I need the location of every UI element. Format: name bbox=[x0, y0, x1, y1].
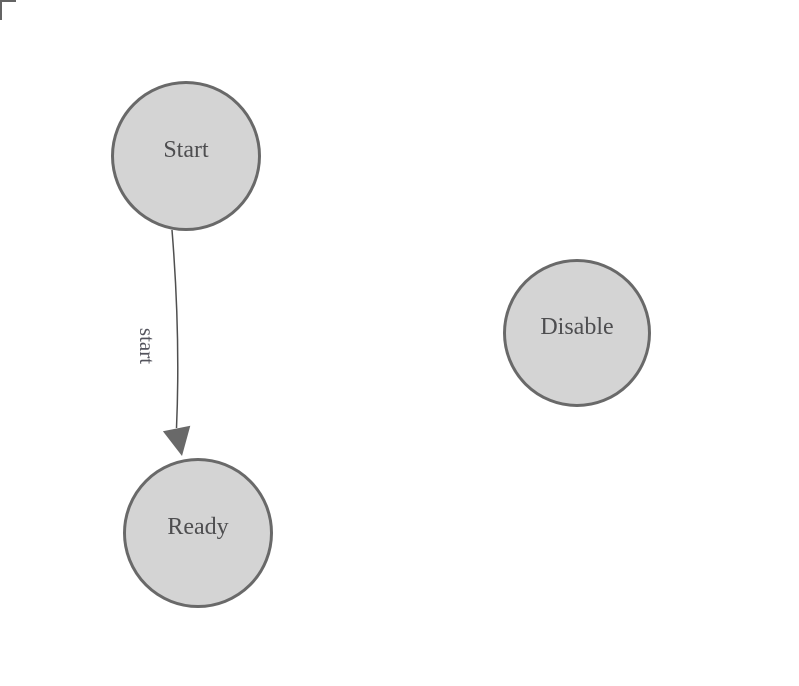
state-circle-start[interactable] bbox=[111, 81, 261, 231]
canvas-corner-mark bbox=[0, 0, 16, 20]
transition-edge-line[interactable] bbox=[171, 229, 179, 429]
state-node-start[interactable]: Start bbox=[111, 81, 261, 231]
state-node-disable[interactable]: Disable bbox=[503, 259, 651, 407]
state-node-ready[interactable]: Ready bbox=[123, 458, 273, 608]
transition-label: start bbox=[135, 328, 159, 364]
state-circle-disable[interactable] bbox=[503, 259, 651, 407]
arrowhead-icon bbox=[162, 425, 191, 456]
state-circle-ready[interactable] bbox=[123, 458, 273, 608]
transition-start-to-ready: start bbox=[135, 229, 191, 456]
